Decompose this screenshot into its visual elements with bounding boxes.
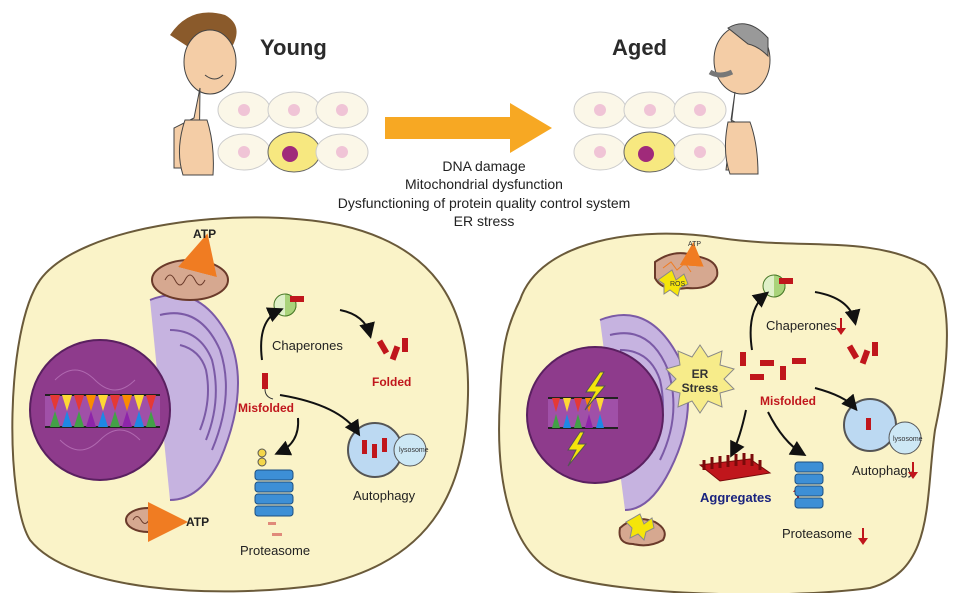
aged-person [708,23,771,175]
young-nucleus [29,339,171,481]
lightning-bolt-lower-icon [567,431,588,467]
aged-flow-arrows [730,291,861,458]
er-stress-label-line1: ER [692,367,709,381]
aged-autophagy-label: Autophagy [852,463,915,478]
cause-er-stress: ER stress [454,213,515,229]
young-atp-top: ATP [193,227,216,241]
aged-chaperones-label: Chaperones [766,318,837,333]
aged-proteasome [794,461,824,509]
young-mitochondrion-top [151,233,229,301]
er-stress-label-line2: Stress [682,381,719,395]
aged-dna-bases [552,398,604,428]
young-cell: ATP ATP Misfolded Chaperones Folded [11,216,470,593]
young-folded-protein [376,338,408,361]
aged-autophagosome [843,398,897,452]
cause-dna-damage: DNA damage [442,158,525,174]
young-proteasome [254,448,294,536]
aged-cell: ER Stress ATP ROS Chaperones [498,232,948,593]
young-label: Young [260,35,327,60]
aged-folded-protein [846,342,878,365]
aging-arrow [385,103,552,153]
aged-ros-label: ROS [670,281,686,288]
young-misfolded-label: Misfolded [238,401,294,415]
proteasome-down-arrow-icon [858,528,868,545]
er-stress-burst [665,344,735,414]
young-proteasome-label: Proteasome [240,543,310,558]
young-cell-membrane [11,216,470,593]
chaperones-down-arrow-icon [836,318,846,335]
aged-proteasome-label: Proteasome [782,526,852,541]
young-er [149,294,239,501]
aged-misfolded-label: Misfolded [760,394,816,408]
aged-mitochondrion-bottom [618,513,666,547]
young-lysosome [393,433,427,467]
young-chaperones-label: Chaperones [272,338,343,353]
young-person [170,12,237,176]
autophagy-down-arrow-icon [908,462,918,479]
lightning-bolt-upper-icon [584,371,607,411]
causes-list: DNA damage Mitochondrial dysfunction Dys… [338,158,631,229]
aggregates-cluster [698,453,772,482]
aged-misfolded-proteins [740,352,806,380]
young-cell-grid [217,91,369,173]
cause-pqc-dysfunction: Dysfunctioning of protein quality contro… [338,195,631,211]
aged-nucleus [526,346,664,484]
young-mitochondrion-bottom [125,502,188,542]
aggregates-label: Aggregates [700,490,772,505]
young-folded-label: Folded [372,375,411,389]
young-atp-bottom: ATP [186,515,209,529]
aged-lysosome-label: lysosome [893,436,923,443]
aged-atp-label: ATP [688,241,701,248]
aged-dna-helix [548,398,618,428]
young-flow-arrows [260,307,375,456]
young-lysosome-label: lysosome [399,447,429,454]
aged-label: Aged [612,35,667,60]
aged-cell-grid [573,91,727,173]
cause-mitochondrial-dysfunction: Mitochondrial dysfunction [405,176,563,192]
young-autophagy-label: Autophagy [353,488,416,503]
aged-mitochondrion-top [654,242,719,297]
young-misfolded-protein [262,373,274,400]
young-dna-bases [50,395,156,427]
aged-lysosome [888,421,922,455]
